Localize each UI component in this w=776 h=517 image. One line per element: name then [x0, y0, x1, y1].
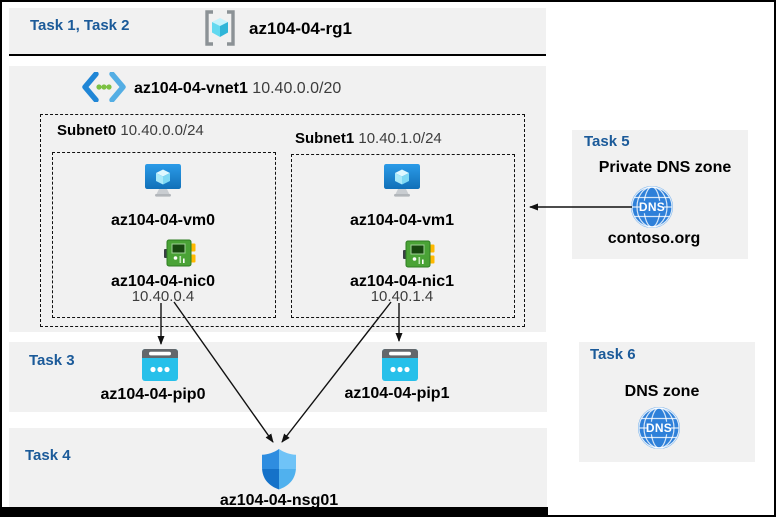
- nsg-shield-icon: [261, 448, 297, 490]
- task4-label: Task 4: [25, 447, 71, 464]
- vm-icon: [383, 164, 421, 198]
- bottom-accent-bar: [2, 507, 548, 515]
- task5-label: Task 5: [584, 133, 630, 150]
- task6-label: Task 6: [590, 346, 636, 363]
- private-dns-zone-title: Private DNS zone: [598, 159, 732, 176]
- nic0-ip: 10.40.0.4: [131, 288, 195, 305]
- dns-icon: DNS: [631, 186, 673, 228]
- vm-icon: [144, 164, 182, 198]
- nic-icon: [403, 240, 435, 268]
- subnet1-box: [291, 154, 515, 318]
- pip0-label: az104-04-pip0: [100, 386, 206, 403]
- nsg-label: az104-04-nsg01: [219, 492, 339, 509]
- subnet0-box: [52, 152, 276, 318]
- nic0-label: az104-04-nic0: [110, 273, 216, 290]
- vm1-label: az104-04-vm1: [349, 212, 455, 229]
- resource-group-label: az104-04-rg1: [249, 19, 353, 38]
- task-1-2-label: Task 1, Task 2: [30, 17, 130, 34]
- private-dns-zone-name: contoso.org: [607, 230, 701, 247]
- task3-band: [9, 342, 547, 412]
- subnet0-label: Subnet0 10.40.0.0/24: [57, 122, 204, 139]
- nic-icon: [164, 239, 196, 267]
- task3-label: Task 3: [29, 352, 75, 369]
- vnet-cidr: 10.40.0.0/20: [252, 80, 342, 97]
- nic1-label: az104-04-nic1: [349, 273, 455, 290]
- vnet-area: [9, 66, 546, 332]
- resource-group-icon: [202, 9, 238, 47]
- public-ip-icon: [142, 349, 178, 381]
- dns-zone-title: DNS zone: [624, 383, 700, 400]
- vnet-icon: [82, 72, 126, 102]
- vm0-label: az104-04-vm0: [110, 212, 216, 229]
- public-ip-icon: [382, 349, 418, 381]
- vnet-name: az104-04-vnet1 10.40.0.0/20: [134, 80, 342, 97]
- pip1-label: az104-04-pip1: [344, 385, 450, 402]
- header-strip: [9, 8, 546, 56]
- subnet1-label: Subnet1 10.40.1.0/24: [295, 130, 442, 147]
- nic1-ip: 10.40.1.4: [370, 288, 434, 305]
- dns-icon: DNS: [638, 407, 680, 449]
